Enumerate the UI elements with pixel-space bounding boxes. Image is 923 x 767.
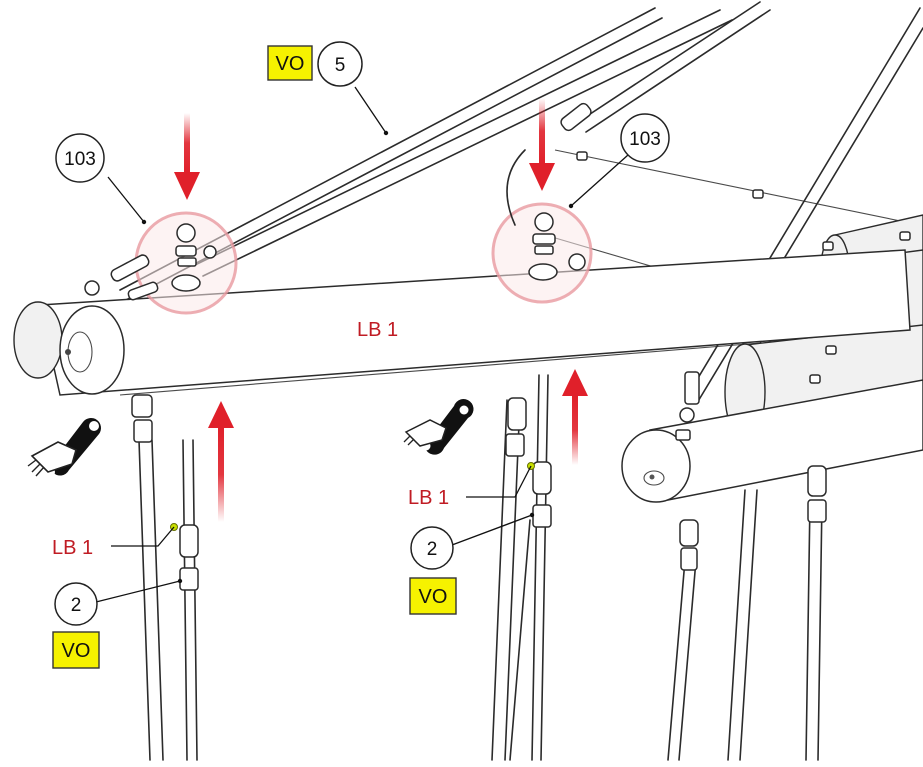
vo-tag-left: VO [52, 631, 100, 669]
callout-103-right: 103 [620, 113, 670, 163]
lb1-beam-label: LB 1 [357, 319, 398, 341]
vo-tag-top-label: VO [276, 53, 305, 75]
vo-tag-left-label: VO [62, 640, 91, 662]
highlight-left [84, 211, 238, 315]
arrow-down-left [174, 113, 200, 200]
arrow-up-left [208, 401, 234, 522]
callout-103-left: 103 [55, 133, 105, 183]
highlight-right [491, 102, 593, 304]
wrench-hand-icon-left [27, 417, 102, 477]
callout-5: 5 [317, 41, 363, 87]
lb1-right-label: LB 1 [408, 487, 449, 509]
arrow-up-right [562, 369, 588, 465]
vo-tag-right-label: VO [419, 586, 448, 608]
callout-103-left-label: 103 [64, 149, 96, 170]
callout-2-left: 2 [54, 582, 98, 626]
callout-103-right-label: 103 [629, 129, 661, 150]
callout-2-right: 2 [410, 526, 454, 570]
arrow-down-right [529, 98, 555, 191]
vo-tag-top: VO [267, 45, 313, 81]
callout-5-label: 5 [335, 55, 346, 76]
lb1-left-label: LB 1 [52, 537, 93, 559]
lower-poles [131, 374, 827, 761]
callout-2-right-label: 2 [427, 539, 438, 560]
leader-lines [95, 86, 629, 603]
callout-2-left-label: 2 [71, 595, 82, 616]
vo-tag-right: VO [409, 577, 457, 615]
main-beam [13, 249, 911, 396]
wrench-hand-icon-right [403, 399, 474, 455]
